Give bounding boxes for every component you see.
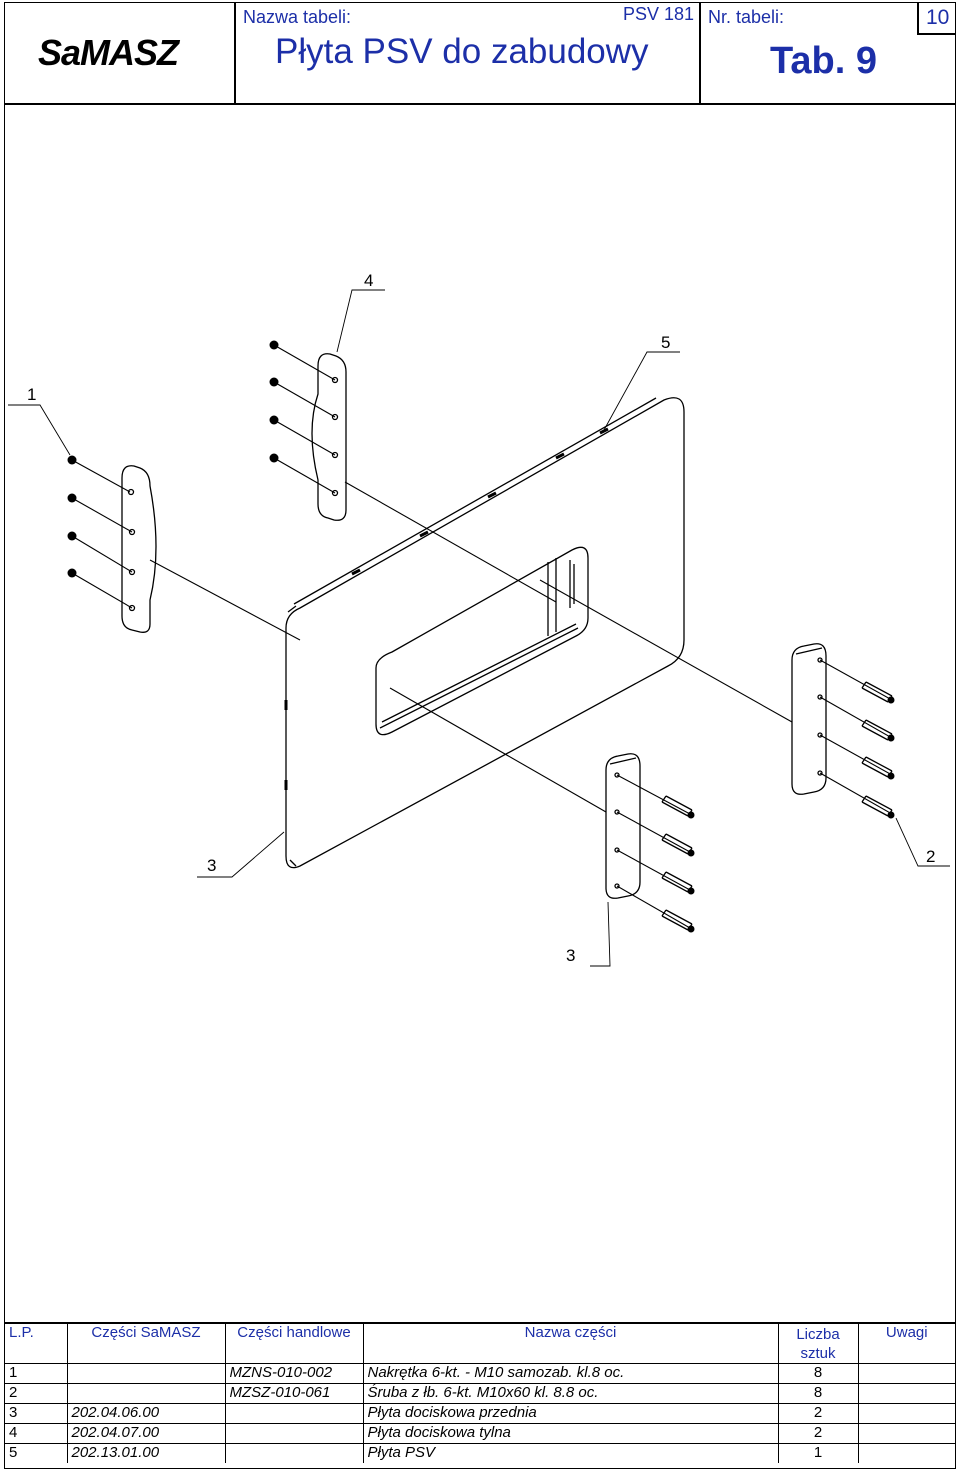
table-row: 5 202.13.01.00 Płyta PSV 1 xyxy=(5,1443,955,1463)
row-handlowe: MZSZ-010-061 xyxy=(224,1383,363,1404)
header-quantity: Liczba sztuk xyxy=(777,1324,858,1364)
callout-1: 1 xyxy=(27,385,36,404)
front-plate-bottom xyxy=(605,753,641,899)
table-row: 2 MZSZ-010-061 Śruba z łb. 6-kt. M10x60 … xyxy=(5,1383,955,1404)
callout-4: 4 xyxy=(364,271,373,290)
row-notes xyxy=(857,1423,955,1444)
exploded-assembly-drawing: 4 5 1 3 2 3 xyxy=(8,271,950,967)
parts-table: L.P. Części SaMASZ Części handlowe Nazwa… xyxy=(5,1324,955,1463)
table-row: 1 MZNS-010-002 Nakrętka 6-kt. - M10 samo… xyxy=(5,1363,955,1384)
page-number: 10 xyxy=(926,6,950,29)
header-divider-logo xyxy=(234,2,236,104)
nuts xyxy=(67,340,895,933)
row-quantity: 8 xyxy=(777,1363,858,1384)
header-notes: Uwagi xyxy=(857,1324,955,1364)
row-samasz xyxy=(66,1383,225,1404)
row-name: Śruba z łb. 6-kt. M10x60 kl. 8.8 oc. xyxy=(362,1383,778,1404)
row-quantity: 2 xyxy=(777,1423,858,1444)
rear-plate-top xyxy=(311,353,347,521)
row-lp: 4 xyxy=(5,1423,67,1444)
callout-3-bottom: 3 xyxy=(566,946,575,965)
row-handlowe xyxy=(224,1443,363,1463)
callout-3-left: 3 xyxy=(207,856,216,875)
header-bottom-line xyxy=(4,103,956,105)
row-quantity: 2 xyxy=(777,1403,858,1424)
row-name: Płyta dociskowa tylna xyxy=(362,1423,778,1444)
sheet-frame xyxy=(4,2,956,1469)
parts-table-header: L.P. Części SaMASZ Części handlowe Nazwa… xyxy=(5,1324,955,1364)
row-notes xyxy=(857,1403,955,1424)
row-samasz: 202.13.01.00 xyxy=(66,1443,225,1463)
row-quantity: 8 xyxy=(777,1383,858,1404)
row-notes xyxy=(857,1383,955,1404)
leader-lines xyxy=(8,289,950,967)
header-commercial-parts: Części handlowe xyxy=(224,1324,363,1364)
row-name: Nakrętka 6-kt. - M10 samozab. kl.8 oc. xyxy=(362,1363,778,1384)
row-lp: 1 xyxy=(5,1363,67,1384)
header-lp: L.P. xyxy=(9,1324,34,1341)
row-handlowe xyxy=(224,1423,363,1444)
model-label: PSV 181 xyxy=(623,4,695,24)
row-name: Płyta dociskowa przednia xyxy=(362,1403,778,1424)
row-notes xyxy=(857,1363,955,1384)
front-plate-right xyxy=(791,643,827,795)
row-lp: 3 xyxy=(5,1403,67,1424)
rear-plate-left xyxy=(121,465,157,633)
samasz-logo: SaMASZ xyxy=(38,32,179,73)
row-samasz xyxy=(66,1363,225,1384)
row-handlowe: MZNS-010-002 xyxy=(224,1363,363,1384)
table-number-label: Nr. tabeli: xyxy=(708,7,785,27)
header-divider-page xyxy=(917,2,919,34)
row-quantity: 1 xyxy=(777,1443,858,1463)
parts-table-top-line xyxy=(4,1322,956,1324)
row-lp: 2 xyxy=(5,1383,67,1404)
callout-2: 2 xyxy=(926,847,935,866)
callout-5: 5 xyxy=(661,333,670,352)
header-samasz-parts: Części SaMASZ xyxy=(66,1324,225,1364)
page-title: Płyta PSV do zabudowy xyxy=(275,32,649,71)
main-plate xyxy=(284,397,685,869)
header-page-box-bottom xyxy=(917,33,956,35)
row-name: Płyta PSV xyxy=(362,1443,778,1463)
table-row: 4 202.04.07.00 Płyta dociskowa tylna 2 xyxy=(5,1423,955,1444)
header-divider-title xyxy=(699,2,701,104)
header-part-name: Nazwa części xyxy=(362,1324,778,1364)
row-samasz: 202.04.06.00 xyxy=(66,1403,225,1424)
table-name-label: Nazwa tabeli: xyxy=(243,7,352,27)
row-handlowe xyxy=(224,1403,363,1424)
table-row: 3 202.04.06.00 Płyta dociskowa przednia … xyxy=(5,1403,955,1424)
tab-number: Tab. 9 xyxy=(770,40,877,82)
row-samasz: 202.04.07.00 xyxy=(66,1423,225,1444)
row-lp: 5 xyxy=(5,1443,67,1463)
bolts xyxy=(661,681,893,931)
assembly-lines xyxy=(71,344,893,929)
row-notes xyxy=(857,1443,955,1463)
